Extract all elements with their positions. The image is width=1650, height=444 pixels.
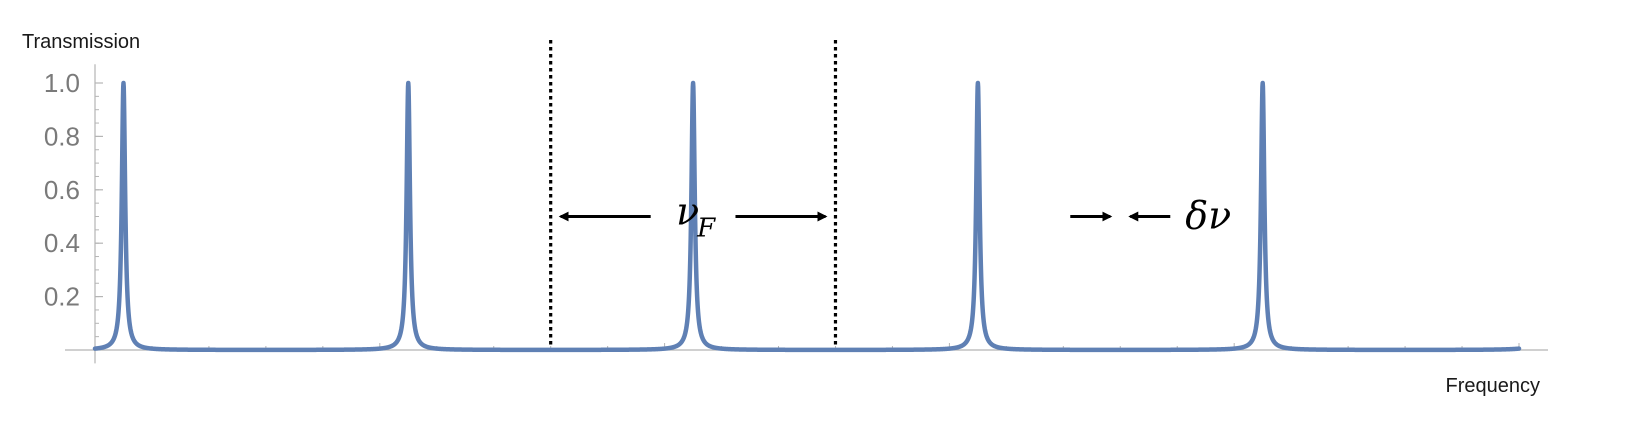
fsr-symbol: ν — [676, 190, 699, 234]
x-axis-title: Frequency — [1446, 375, 1541, 397]
y-tick-label: 0.6 — [44, 175, 80, 205]
y-tick-label: 1.0 — [44, 68, 80, 98]
series-group — [92, 80, 1522, 353]
dotted-markers — [549, 40, 838, 350]
transmission-curve — [92, 80, 1522, 353]
y-tick-label: 0.4 — [44, 228, 80, 258]
y-axis-ticks: 0.2 0.4 0.6 0.8 1.0 — [44, 68, 103, 351]
axes — [65, 64, 1548, 364]
y-tick-label: 0.2 — [44, 282, 80, 312]
fsr-subscript: F — [696, 214, 716, 244]
linewidth-symbol: δν — [1185, 194, 1231, 238]
y-tick-label: 0.8 — [44, 121, 80, 151]
y-axis-title: Transmission — [22, 31, 140, 53]
